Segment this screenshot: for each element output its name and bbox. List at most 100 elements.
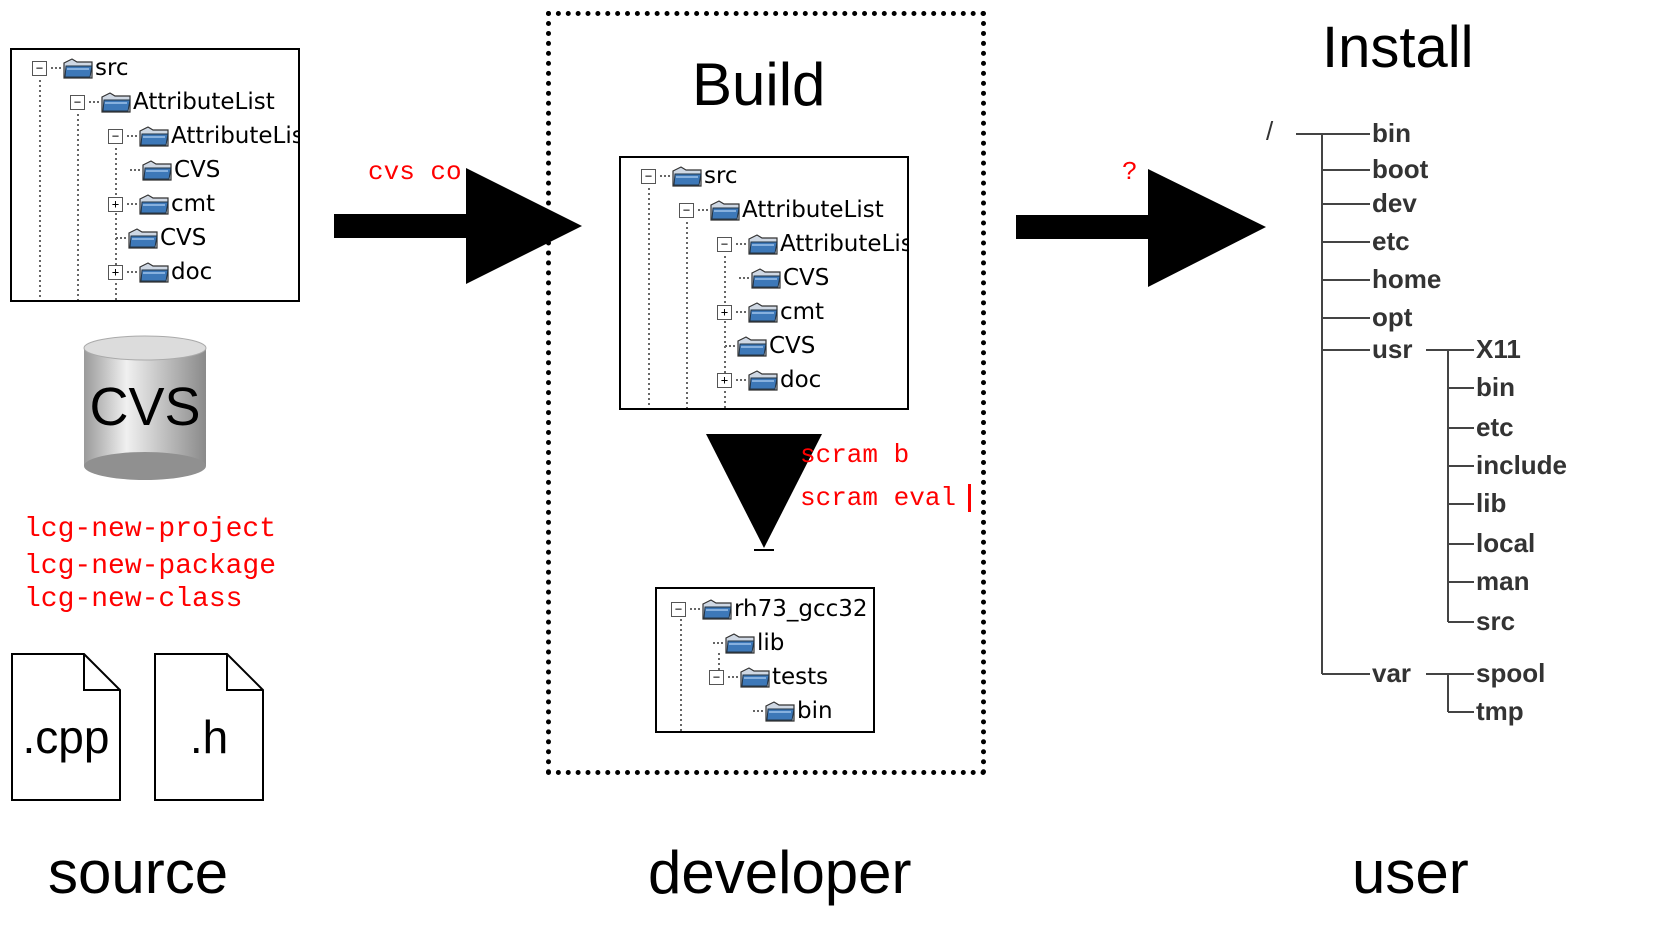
- folder-icon: [740, 666, 770, 688]
- tree-connector: [51, 67, 61, 69]
- fs-usr-dir-include: include: [1476, 450, 1568, 480]
- build-tree-node[interactable]: CVS: [725, 330, 815, 362]
- build-tree-node[interactable]: − AttributeList: [679, 194, 884, 226]
- build-arrow-icon: [706, 434, 822, 551]
- folder-icon: [139, 125, 169, 147]
- collapse-icon[interactable]: −: [679, 202, 694, 218]
- folder-icon: [710, 199, 740, 221]
- fs-dir-usr: usr: [1372, 334, 1413, 364]
- source-tree-node-label: CVS: [174, 157, 221, 183]
- source-tree-node[interactable]: − src: [32, 52, 129, 84]
- build-tree-node-label: AttributeList: [780, 231, 909, 257]
- tree-connector: [698, 209, 708, 211]
- checkout-arrow-icon: [334, 168, 582, 284]
- collapse-icon[interactable]: −: [641, 168, 656, 184]
- cvs-database-label: CVS: [89, 377, 201, 437]
- source-tree-node[interactable]: CVS: [116, 222, 206, 254]
- collapse-icon[interactable]: −: [108, 128, 123, 144]
- source-tree-node-label: src: [95, 55, 129, 81]
- build-tree-node-label: AttributeList: [742, 197, 884, 223]
- folder-icon: [101, 91, 131, 113]
- fs-usr-dir-src: src: [1476, 606, 1516, 636]
- fs-usr-dir-local: local: [1476, 528, 1536, 558]
- collapse-icon[interactable]: −: [717, 236, 732, 252]
- install-arrow-icon: [1016, 169, 1266, 287]
- developer-build-boundary: [546, 11, 986, 775]
- h-file-icon: .h: [153, 652, 265, 802]
- lcg-new-project-command: lcg-new-project: [24, 514, 277, 545]
- output-tree-node[interactable]: − rh73_gcc32: [671, 593, 868, 625]
- source-tree-node[interactable]: CVS: [130, 154, 220, 186]
- folder-icon: [748, 233, 778, 255]
- folder-icon: [765, 700, 795, 722]
- tree-connector: [736, 243, 746, 245]
- expand-icon[interactable]: +: [717, 372, 732, 388]
- folder-icon: [725, 632, 755, 654]
- fs-usr-dir-X11: X11: [1476, 334, 1521, 364]
- collapse-icon[interactable]: −: [709, 669, 724, 685]
- output-tree-node-label: rh73_gcc32: [734, 596, 868, 622]
- user-footer-label: user: [1352, 839, 1469, 906]
- install-title: Install: [1322, 15, 1474, 80]
- build-tree-node-label: doc: [780, 367, 822, 393]
- tree-connector: [130, 169, 140, 171]
- tree-connector: [127, 135, 137, 137]
- lcg-new-class-command: lcg-new-class: [24, 584, 243, 615]
- collapse-icon[interactable]: −: [32, 60, 47, 76]
- build-tree-node[interactable]: CVS: [739, 262, 829, 294]
- expand-icon[interactable]: +: [108, 196, 123, 212]
- output-tree-node-label: lib: [757, 630, 785, 656]
- cvs-co-command: cvs co: [368, 157, 462, 187]
- source-tree-node[interactable]: −AttributeList: [108, 120, 298, 152]
- fs-var-dir-tmp: tmp: [1476, 696, 1524, 726]
- lcg-new-package-command: lcg-new-package: [24, 551, 277, 582]
- fs-root-label: /: [1266, 116, 1274, 146]
- tree-connector: [728, 676, 738, 678]
- output-tree-node[interactable]: bin: [753, 695, 833, 727]
- fs-usr-dir-etc: etc: [1476, 412, 1514, 442]
- tree-connector: [753, 710, 763, 712]
- build-tree-node[interactable]: +cmt: [717, 296, 824, 328]
- build-tree-node-label: CVS: [769, 333, 816, 359]
- build-title: Build: [692, 51, 826, 118]
- tree-connector: [739, 277, 749, 279]
- cpp-file-label: .cpp: [22, 711, 110, 763]
- build-tree-node[interactable]: + doc: [717, 364, 821, 396]
- expand-icon[interactable]: +: [108, 264, 123, 280]
- folder-icon: [672, 165, 702, 187]
- source-footer-label: source: [48, 839, 229, 906]
- build-tree-node[interactable]: −src: [641, 160, 738, 192]
- folder-icon: [751, 267, 781, 289]
- tree-connector: [127, 271, 137, 273]
- scram-b-command: scram b: [800, 440, 910, 470]
- fs-dir-var: var: [1372, 658, 1412, 688]
- collapse-icon[interactable]: −: [70, 94, 85, 110]
- tree-connector: [725, 345, 735, 347]
- folder-icon: [702, 598, 732, 620]
- folder-icon: [142, 159, 172, 181]
- source-tree-node[interactable]: +doc: [108, 256, 212, 288]
- collapse-icon[interactable]: −: [671, 601, 686, 617]
- source-tree-node[interactable]: −AttributeList: [70, 86, 275, 118]
- output-tree-node[interactable]: −tests: [709, 661, 828, 693]
- tree-connector: [127, 203, 137, 205]
- fs-usr-dir-lib: lib: [1476, 488, 1507, 518]
- output-tree-node-label: bin: [797, 698, 833, 724]
- build-tree-node[interactable]: − AttributeList: [717, 228, 909, 260]
- cvs-database-icon: CVS: [82, 334, 208, 484]
- build-tree-node-label: CVS: [783, 265, 830, 291]
- source-tree-node[interactable]: +cmt: [108, 188, 215, 220]
- fs-var-dir-spool: spool: [1476, 658, 1546, 688]
- folder-icon: [737, 335, 767, 357]
- tree-connector: [736, 311, 746, 313]
- folder-icon: [63, 57, 93, 79]
- install-question-mark: ?: [1122, 157, 1138, 187]
- h-file-label: .h: [189, 711, 229, 763]
- source-tree-node-label: CVS: [160, 225, 207, 251]
- fs-usr-dir-bin: bin: [1476, 372, 1515, 402]
- expand-icon[interactable]: +: [717, 304, 732, 320]
- tree-connector: [736, 379, 746, 381]
- folder-icon: [748, 369, 778, 391]
- output-tree-node[interactable]: lib: [713, 627, 784, 659]
